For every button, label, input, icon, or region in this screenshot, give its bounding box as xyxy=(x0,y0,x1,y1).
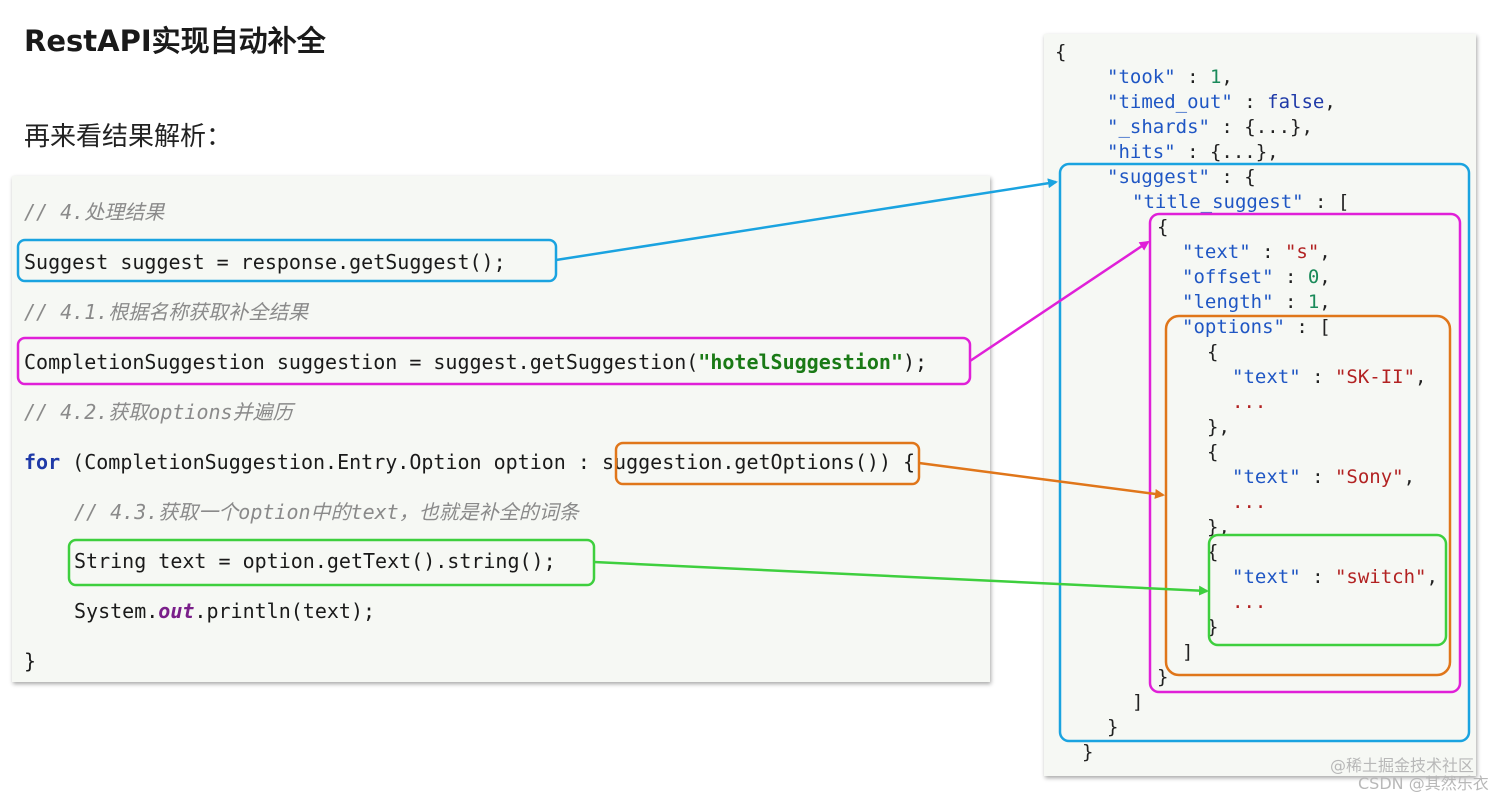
json-title-suggest-close: ] xyxy=(1132,691,1144,713)
json-option-close: } xyxy=(1207,616,1219,638)
json-option-ellipsis: ... xyxy=(1232,391,1267,413)
suggestion-name-string: "hotelSuggestion" xyxy=(698,350,903,374)
json-entry-length: "length" : 1, xyxy=(1182,291,1331,313)
json-timed-out: "timed_out" : false, xyxy=(1107,91,1336,113)
json-option-close: }, xyxy=(1207,516,1230,538)
json-options: "options" : [ xyxy=(1182,316,1331,338)
json-close-brace: } xyxy=(1082,741,1094,763)
watermark-juejin: @稀土掘金技术社区 xyxy=(1330,756,1475,775)
json-entry-close: } xyxy=(1157,666,1169,688)
json-took: "took" : 1, xyxy=(1107,66,1233,88)
json-option-ellipsis: ... xyxy=(1232,491,1267,513)
code-line-println: System.out.println(text); xyxy=(74,599,376,623)
json-option-text-2: "text" : "Sony", xyxy=(1232,466,1416,488)
code-close-brace: } xyxy=(24,649,37,673)
json-open-brace: { xyxy=(1055,41,1067,63)
get-options-call: suggestion.getOptions() xyxy=(601,450,879,474)
json-option-text-1: "text" : "SK-II", xyxy=(1232,366,1427,388)
for-keyword: for xyxy=(24,450,61,474)
code-line-get-suggestion: CompletionSuggestion suggestion = sugges… xyxy=(24,350,928,374)
json-options-close: ] xyxy=(1182,641,1194,663)
code-line-for-loop: for (CompletionSuggestion.Entry.Option o… xyxy=(24,450,916,474)
json-entry-offset: "offset" : 0, xyxy=(1182,266,1331,288)
json-title-suggest: "title_suggest" : [ xyxy=(1132,191,1350,213)
code-line-get-suggest: Suggest suggest = response.getSuggest(); xyxy=(24,250,506,274)
json-option-close: }, xyxy=(1207,416,1230,438)
slide-title: RestAPI实现自动补全 xyxy=(24,24,326,58)
java-code-panel: // 4.处理结果 Suggest suggest = response.get… xyxy=(12,176,990,682)
json-hits: "hits" : {...}, xyxy=(1107,141,1279,163)
json-suggest-close: } xyxy=(1107,716,1119,738)
json-option-open: { xyxy=(1207,441,1219,463)
code-comment-get-by-name: // 4.1.根据名称获取补全结果 xyxy=(24,300,309,324)
code-comment-get-options: // 4.2.获取options并遍历 xyxy=(24,400,293,424)
json-shards: "_shards" : {...}, xyxy=(1107,116,1313,138)
watermark-csdn: CSDN @其然乐衣 xyxy=(1358,774,1489,793)
json-option-ellipsis: ... xyxy=(1232,591,1267,613)
json-option-text-3: "text" : "switch", xyxy=(1232,566,1438,588)
json-suggest: "suggest" : { xyxy=(1107,166,1256,188)
slide-subtitle: 再来看结果解析： xyxy=(24,122,233,152)
json-option-open: { xyxy=(1207,541,1219,563)
code-comment-get-text: // 4.3.获取一个option中的text，也就是补全的词条 xyxy=(74,500,579,524)
json-response-panel: { "took" : 1, "timed_out" : false, "_sha… xyxy=(1044,34,1476,776)
code-line-get-text: String text = option.getText().string(); xyxy=(74,549,556,573)
json-entry-text: "text" : "s", xyxy=(1182,241,1331,263)
json-entry-open: { xyxy=(1157,216,1169,238)
json-option-open: { xyxy=(1207,341,1219,363)
code-comment-process-result: // 4.处理结果 xyxy=(24,200,165,224)
